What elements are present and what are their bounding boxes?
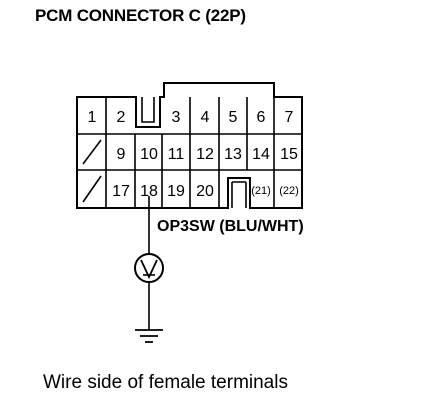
terminal-5: 5 <box>229 109 238 126</box>
terminal-21: (21) <box>251 185 271 197</box>
terminal-10: 10 <box>140 146 158 163</box>
empty-terminal-8 <box>82 139 102 165</box>
empty-terminal-16 <box>82 175 102 203</box>
terminal-7: 7 <box>285 109 294 126</box>
terminal-1: 1 <box>88 109 97 126</box>
terminal-17: 17 <box>112 183 130 200</box>
terminal-22: (22) <box>279 185 299 197</box>
terminal-9: 9 <box>117 146 126 163</box>
terminal-13: 13 <box>224 146 242 163</box>
terminal-20: 20 <box>196 183 214 200</box>
terminal-19: 19 <box>167 183 185 200</box>
connector-title: PCM CONNECTOR C (22P) <box>35 6 246 25</box>
terminal-11: 11 <box>168 146 185 163</box>
terminal-14: 14 <box>252 146 270 163</box>
terminal-3: 3 <box>172 109 181 126</box>
terminal-18: 18 <box>140 183 158 200</box>
voltmeter-icon <box>134 253 164 283</box>
terminal-6: 6 <box>257 109 266 126</box>
terminal-2: 2 <box>117 109 126 126</box>
wire-label: OP3SW (BLU/WHT) <box>157 218 304 235</box>
terminal-15: 15 <box>280 146 298 163</box>
terminal-4: 4 <box>201 109 210 126</box>
terminal-12: 12 <box>196 146 214 163</box>
caption: Wire side of female terminals <box>43 372 288 393</box>
ground-icon <box>135 329 163 343</box>
